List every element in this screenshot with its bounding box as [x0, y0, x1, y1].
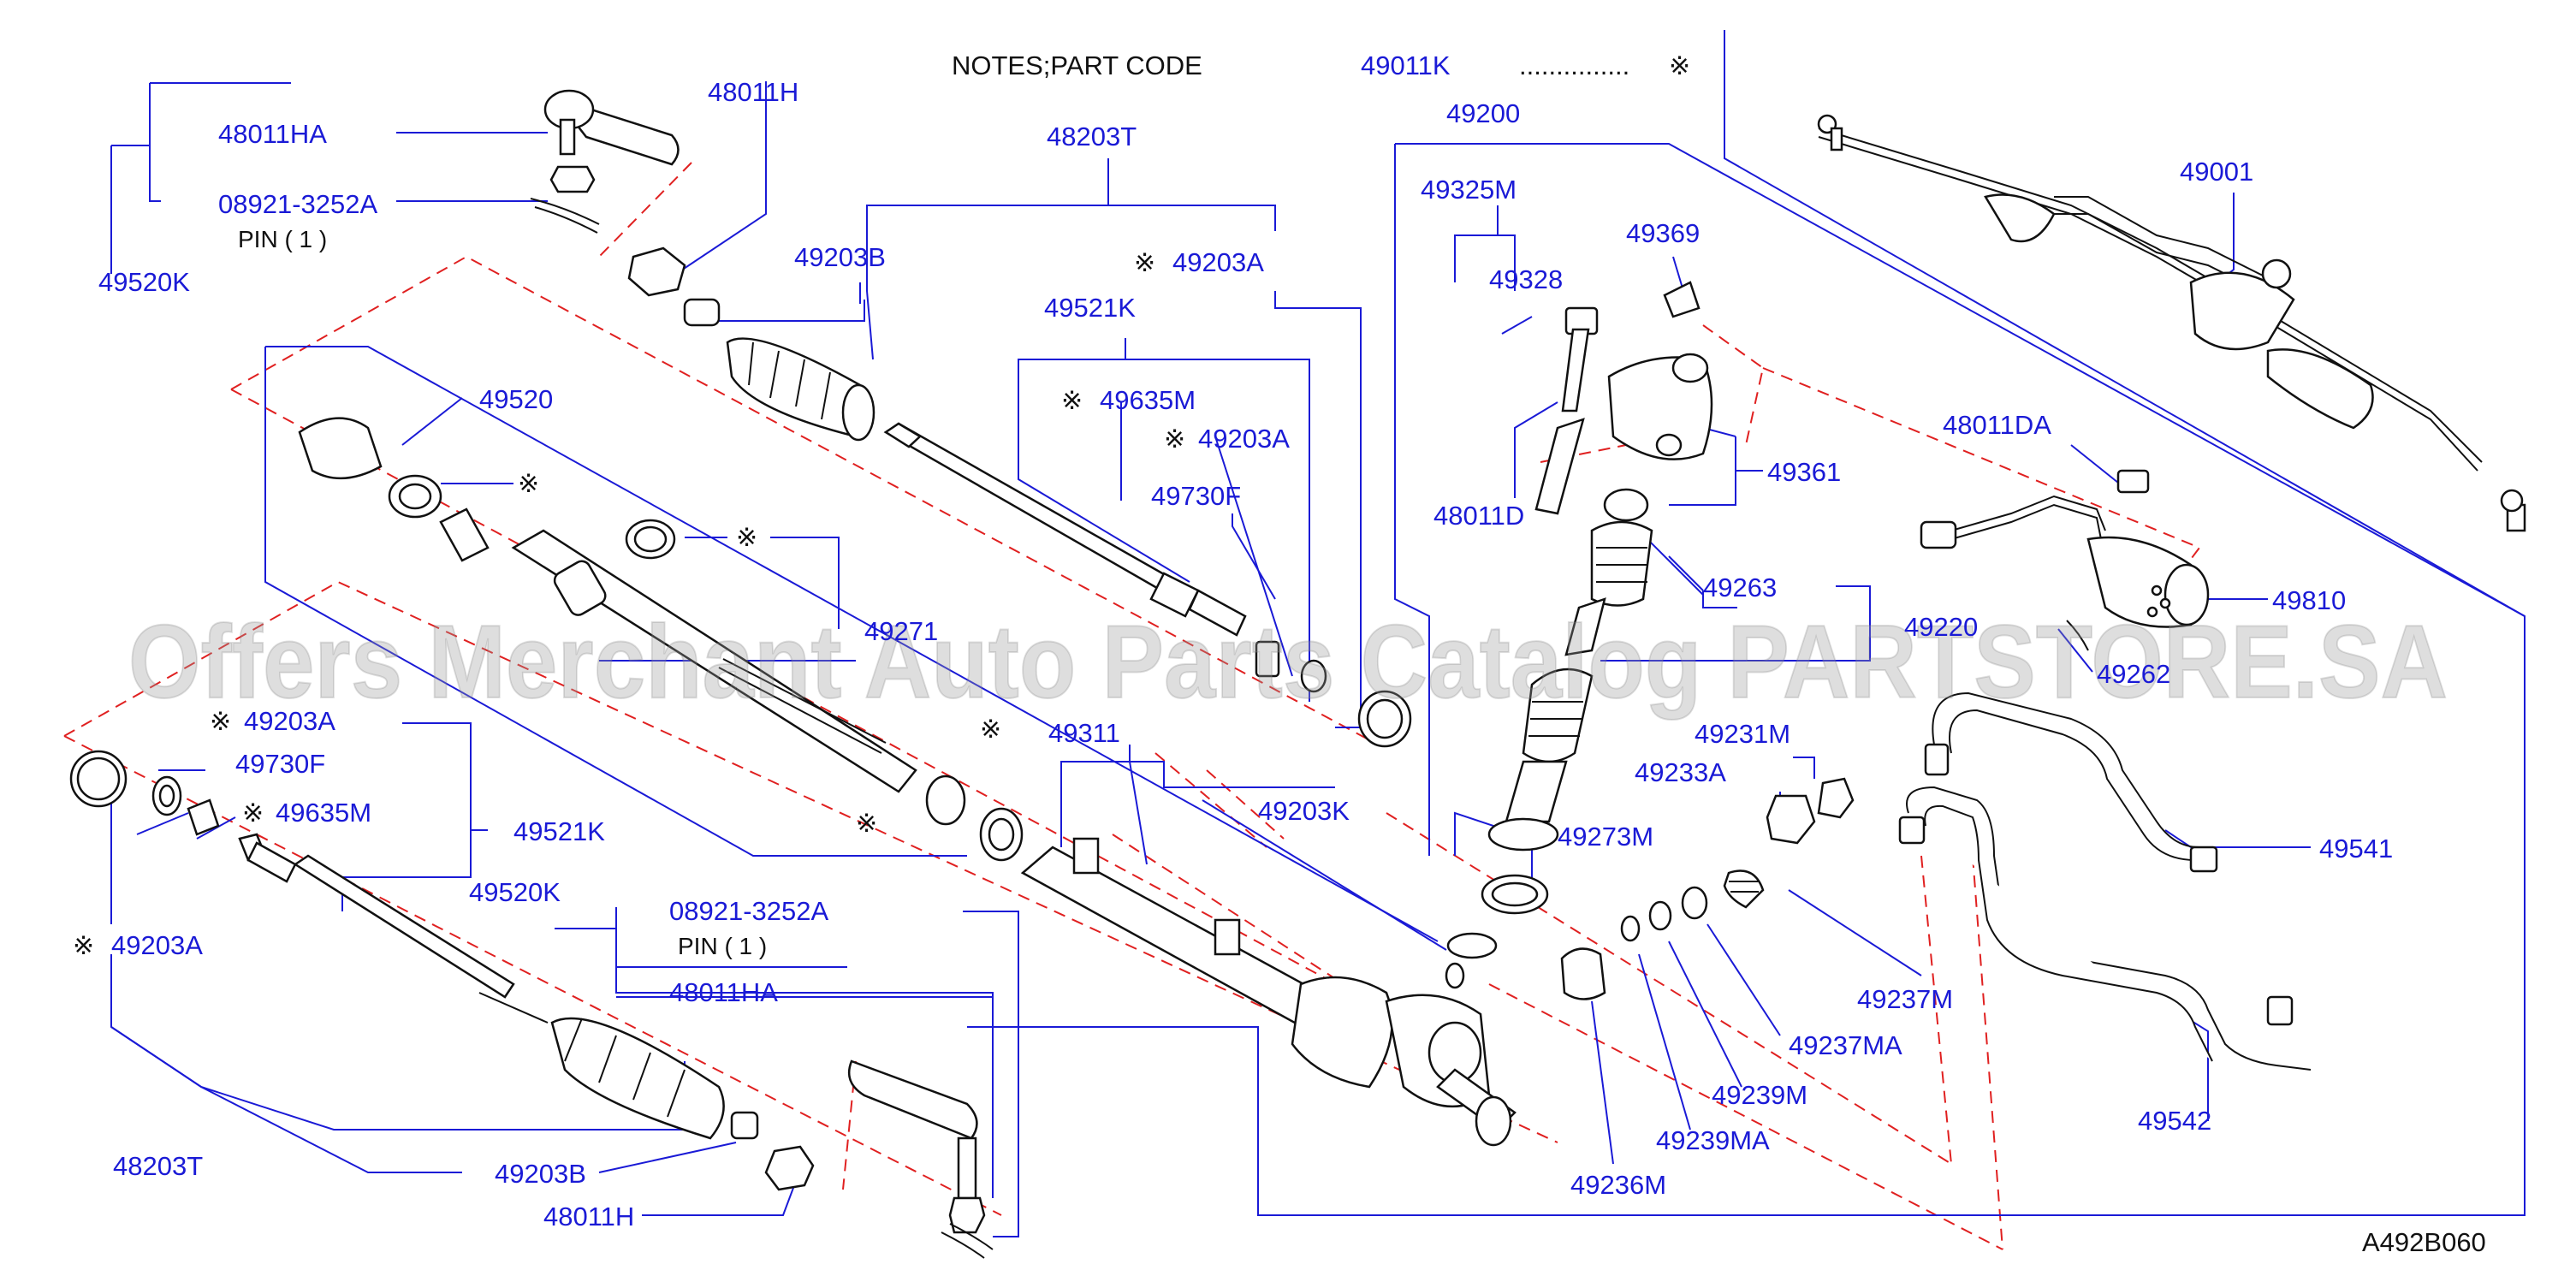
label-49521K-left: 49521K — [513, 816, 605, 846]
mark-symbol: ※ — [210, 708, 231, 736]
washers-top — [1255, 640, 1412, 748]
label-49237MA: 49237MA — [1789, 1030, 1902, 1060]
diagram-id: A492B060 — [2362, 1227, 2486, 1257]
label-49520: 49520 — [479, 384, 553, 414]
label-49325M: 49325M — [1421, 175, 1517, 205]
tie-rod-end-top — [530, 89, 680, 234]
label-pin-top: PIN ( 1 ) — [238, 226, 327, 252]
mark-symbol: ※ — [518, 470, 539, 498]
label-49203B-top: 49203B — [794, 242, 886, 272]
label-49203A-top: 49203A — [1172, 247, 1264, 277]
mark-symbol: ※ — [1164, 425, 1185, 454]
label-49233A: 49233A — [1635, 757, 1726, 787]
label-48011D: 48011D — [1433, 501, 1524, 531]
gear-housing — [1020, 837, 1517, 1147]
clip-top — [683, 298, 721, 327]
label-49635M-left: 49635M — [276, 798, 371, 828]
label-48011H-bottom: 48011H — [543, 1202, 634, 1231]
label-49311: 49311 — [1048, 718, 1120, 748]
mark-symbols: ※ ※ ※ ※ ※ ※ ※ ※ ※ ※ — [73, 249, 1185, 960]
label-49203K: 49203K — [1258, 796, 1350, 826]
label-pin-bottom: PIN ( 1 ) — [678, 933, 767, 959]
mark-symbol: ※ — [980, 715, 1001, 744]
label-48203T-bottom: 48203T — [113, 1151, 203, 1181]
mark-symbol: ※ — [242, 799, 264, 828]
label-49262: 49262 — [2097, 659, 2170, 689]
label-49200: 49200 — [1446, 98, 1520, 128]
label-48011HA-bottom: 48011HA — [669, 977, 778, 1007]
label-49521K-top: 49521K — [1044, 293, 1136, 323]
label-49542: 49542 — [2138, 1106, 2211, 1136]
notes-mark-symbol: ※ — [1669, 52, 1690, 80]
mark-symbol: ※ — [1134, 249, 1155, 277]
label-49231M: 49231M — [1695, 719, 1790, 749]
leader-lines — [110, 30, 2526, 1237]
label-49203A-mid: 49203A — [1198, 424, 1290, 454]
label-49203A-left: 49203A — [244, 706, 335, 736]
label-08921-top: 08921-3252A — [218, 189, 377, 219]
label-49810: 49810 — [2272, 585, 2346, 615]
tie-rod-bottom — [69, 750, 994, 1259]
label-49730F-left: 49730F — [235, 749, 325, 779]
adjusting-plug — [1766, 777, 1855, 845]
mark-symbol: ※ — [73, 932, 94, 960]
notes-code: 49011K — [1361, 50, 1451, 80]
rack-bushing — [298, 417, 676, 560]
label-48011HA-top: 48011HA — [218, 119, 327, 149]
label-49361: 49361 — [1767, 457, 1841, 487]
label-49635M-top: 49635M — [1100, 385, 1196, 415]
inner-tie-rod-top — [883, 422, 1247, 637]
seal-rings-right — [1481, 869, 1765, 1000]
label-49203A-bottom: 49203A — [111, 930, 203, 960]
label-49520K-bottom: 49520K — [469, 877, 561, 907]
label-49001: 49001 — [2180, 157, 2253, 187]
label-49203B-bottom: 49203B — [495, 1159, 586, 1189]
watermark-text: Offers Merchant Auto Parts Catalog PARTS… — [128, 603, 2448, 720]
power-steering-assembly — [1817, 114, 2526, 532]
label-48011DA: 48011DA — [1943, 410, 2051, 440]
label-49541: 49541 — [2319, 834, 2393, 863]
part-labels: 48011H 48011HA 08921-3252A PIN ( 1 ) 495… — [98, 77, 2393, 1231]
label-49328: 49328 — [1489, 264, 1563, 294]
notes-heading: NOTES;PART CODE — [952, 50, 1202, 80]
mark-symbol: ※ — [856, 810, 877, 838]
label-49239M: 49239M — [1712, 1080, 1807, 1110]
label-49273M: 49273M — [1558, 822, 1653, 852]
lock-nut-top — [627, 246, 686, 297]
label-49220: 49220 — [1904, 612, 1978, 642]
notes-header: NOTES;PART CODE 49011K ............... ※ — [952, 50, 1690, 80]
rack — [439, 507, 917, 793]
label-08921-bottom: 08921-3252A — [669, 896, 828, 926]
label-48011H-top: 48011H — [708, 77, 798, 107]
notes-dots: ............... — [1519, 50, 1629, 80]
rack-seals — [925, 774, 1024, 862]
hydraulic-lines — [1898, 691, 2312, 1071]
label-49520K-top: 49520K — [98, 267, 190, 297]
label-49239MA: 49239MA — [1656, 1125, 1770, 1155]
boot-top — [726, 337, 875, 442]
label-49237M: 49237M — [1857, 984, 1953, 1014]
label-49236M: 49236M — [1570, 1170, 1666, 1200]
label-49369: 49369 — [1626, 218, 1700, 248]
pinion-assembly — [1487, 281, 1713, 852]
label-49730F-top: 49730F — [1151, 481, 1241, 511]
label-49263: 49263 — [1703, 573, 1777, 602]
label-49271: 49271 — [864, 616, 938, 646]
mark-symbol: ※ — [736, 524, 757, 552]
label-48203T-top: 48203T — [1047, 122, 1137, 151]
mark-symbol: ※ — [1061, 387, 1083, 415]
sensor-assembly — [1920, 469, 2210, 651]
